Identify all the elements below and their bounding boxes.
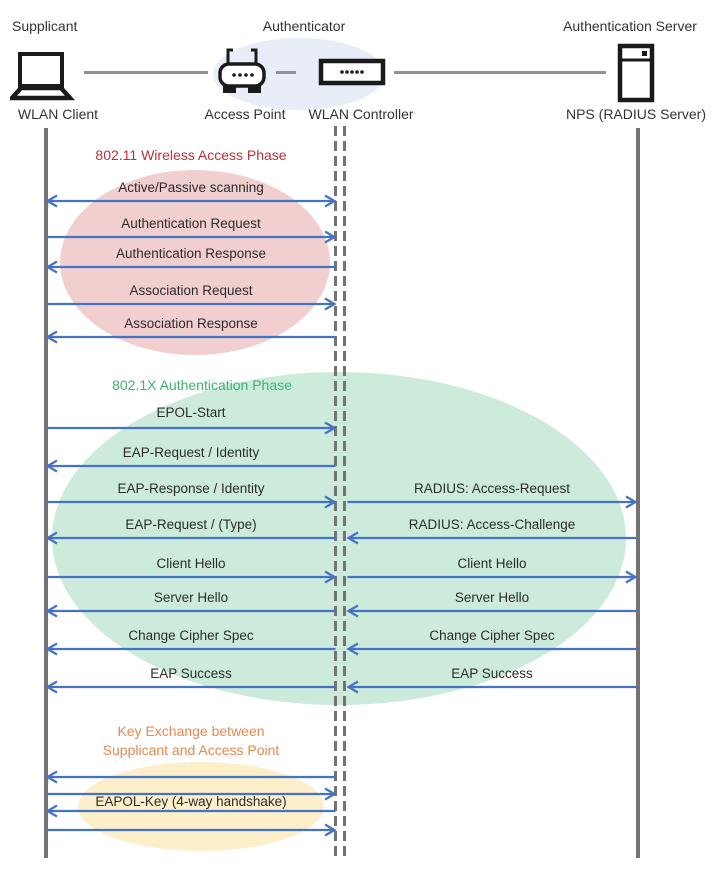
connector-client-ap [84, 71, 208, 74]
arrow-association-response [45, 330, 336, 344]
message-label: EAP Success [451, 666, 533, 681]
message-label: EAP Success [150, 666, 232, 681]
arrow-eapol-key-1 [45, 770, 336, 784]
message-label: RADIUS: Access-Challenge [408, 517, 576, 532]
arrow-eap-success-client-side [45, 680, 336, 694]
arrow-client-hello-server-side [347, 570, 638, 584]
role-label-authentication-server: Authentication Server [563, 18, 697, 34]
arrow-eap-success-server-side [346, 680, 637, 694]
arrow-client-hello-client-side [46, 570, 337, 584]
message-label: EPOL-Start [156, 405, 226, 420]
arrow-authentication-request [46, 230, 337, 244]
phase2-title: 802.1X Authentication Phase [112, 377, 292, 393]
message-label: Change Cipher Spec [429, 628, 555, 643]
message-label: Active/Passive scanning [118, 180, 264, 195]
connector-ap-controller [276, 71, 296, 74]
role-label-authenticator: Authenticator [262, 18, 346, 34]
arrow-eapol-key-4 [46, 823, 337, 837]
message-label: Authentication Response [115, 246, 267, 261]
device-label-wlan-controller: WLAN Controller [308, 106, 414, 122]
message-label: Change Cipher Spec [128, 628, 254, 643]
message-label: EAP-Request / Identity [122, 445, 260, 460]
message-label: RADIUS: Access-Request [413, 481, 571, 496]
arrow-active-passive-scanning [45, 194, 337, 208]
role-label-supplicant: Supplicant [12, 18, 78, 34]
lifeline-wlan-client [44, 128, 48, 858]
message-label: Association Request [129, 283, 253, 298]
arrow-eap-request-type [45, 531, 336, 545]
wlan-controller-icon [318, 58, 386, 86]
arrow-server-hello-client-side [45, 604, 336, 618]
message-label: Client Hello [457, 556, 527, 571]
arrow-radius-access-request [347, 495, 638, 509]
laptop-icon [10, 52, 76, 101]
arrow-eap-response-identity [46, 495, 337, 509]
arrow-eap-request-identity [45, 459, 336, 473]
lifeline-radius-server [636, 128, 640, 858]
device-label-nps-radius-server: NPS (RADIUS Server) [565, 106, 707, 122]
arrow-change-cipher-spec-client-side [45, 642, 336, 656]
message-label: EAPOL-Key (4-way handshake) [95, 794, 287, 809]
arrow-authentication-response [45, 260, 336, 274]
phase3-title: Key Exchange between Supplicant and Acce… [46, 722, 336, 760]
arrow-change-cipher-spec-server-side [346, 642, 637, 656]
server-icon [617, 43, 655, 103]
message-label: EAP-Request / (Type) [125, 517, 257, 532]
lifeline-authenticator-right [343, 126, 346, 858]
phase1-title: 802.11 Wireless Access Phase [95, 147, 287, 163]
message-label: Server Hello [153, 590, 229, 605]
message-label: Server Hello [454, 590, 530, 605]
access-point-icon [218, 48, 266, 93]
arrow-radius-access-challenge [346, 531, 637, 545]
message-label: EAP-Response / Identity [117, 481, 265, 496]
arrow-association-request [46, 297, 337, 311]
message-label: Authentication Request [121, 216, 261, 231]
connector-controller-server [394, 71, 606, 74]
message-label: Client Hello [156, 556, 226, 571]
arrow-server-hello-server-side [346, 604, 637, 618]
lifeline-authenticator-left [334, 126, 337, 858]
arrow-epol-start [46, 421, 337, 435]
message-label: Association Response [124, 316, 258, 331]
phase3-title-line1: Key Exchange between [117, 723, 265, 739]
device-label-access-point: Access Point [204, 106, 286, 122]
device-label-wlan-client: WLAN Client [17, 106, 99, 122]
arrow-eapol-key-2 [46, 787, 337, 801]
phase3-title-line2: Supplicant and Access Point [102, 742, 280, 758]
arrow-eapol-key-3 [45, 804, 336, 818]
